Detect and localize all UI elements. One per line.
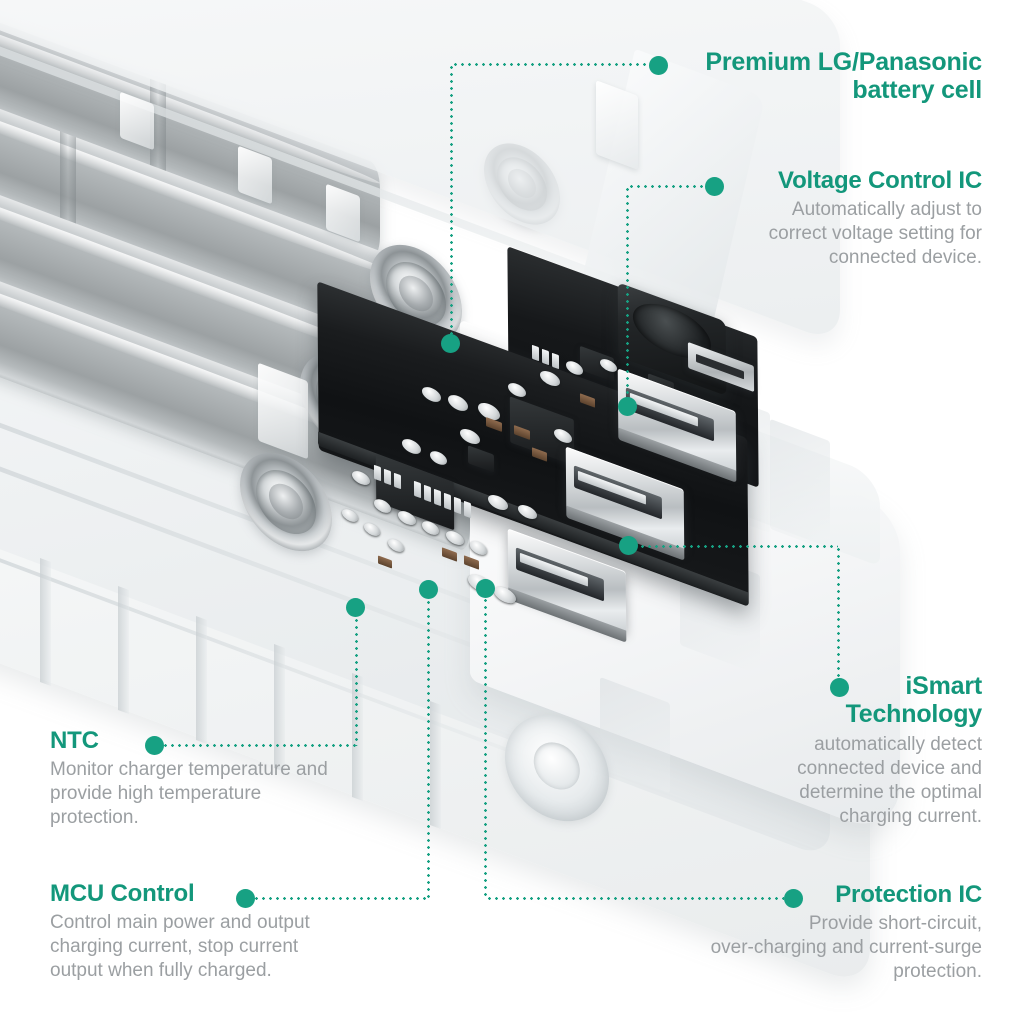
callout-protection-ic-title: Protection IC (835, 881, 982, 908)
callout-voltage-control-ic-title: Voltage Control IC (778, 167, 982, 194)
bullet-protection-ic-label[interactable] (784, 889, 803, 908)
callout-ismart-title-line1: iSmart (905, 672, 982, 700)
connector-protection-ic-horizontal (486, 897, 784, 900)
callout-voltage-control-ic-desc-line2: correct voltage setting for (768, 222, 982, 244)
bullet-voltage-ic-label[interactable] (705, 177, 724, 196)
connector-battery-cell-vertical (450, 64, 453, 346)
connector-battery-cell-horizontal (452, 63, 649, 66)
connector-ntc-horizontal (162, 744, 358, 747)
callout-mcu-control-desc-line2: charging current, stop current (50, 935, 299, 957)
callout-ntc[interactable]: NTC Monitor charger temperature and prov… (50, 727, 380, 830)
callout-voltage-control-ic[interactable]: Voltage Control IC Automatically adjust … (640, 167, 983, 270)
bullet-battery-cell-anchor (441, 334, 460, 353)
connector-voltage-ic-horizontal (628, 185, 708, 188)
connector-ntc-vertical (355, 610, 358, 746)
callout-ntc-desc-line2: provide high temperature (50, 782, 262, 804)
connector-voltage-ic-vertical (626, 186, 629, 408)
case-rib (430, 700, 441, 830)
bullet-protection-ic-anchor (476, 579, 495, 598)
callout-protection-ic-desc-line3: protection. (893, 960, 982, 982)
bullet-ntc-anchor (346, 598, 365, 617)
callout-ismart-technology[interactable]: iSmart Technology automatically detect c… (700, 672, 982, 829)
callout-ismart-desc-line4: charging current. (839, 805, 982, 827)
callout-mcu-control-desc-line3: output when fully charged. (50, 959, 272, 981)
bullet-mcu-label[interactable] (236, 889, 255, 908)
callout-voltage-control-ic-desc-line1: Automatically adjust to (791, 198, 982, 220)
connector-ismart-vertical (837, 546, 840, 682)
case-rib (118, 585, 129, 715)
bullet-ntc-label[interactable] (145, 736, 164, 755)
callout-mcu-control-desc-line1: Control main power and output (50, 911, 310, 933)
callout-battery-cell-title-line1: Premium LG/Panasonic (705, 48, 982, 76)
callout-protection-ic-desc-line1: Provide short-circuit, (808, 912, 982, 934)
connector-mcu-vertical (427, 592, 430, 899)
case-clip (596, 80, 638, 170)
callout-protection-ic-desc-line2: over-charging and current-surge (710, 936, 982, 958)
circuit-board (317, 246, 788, 700)
bullet-battery-cell-label[interactable] (649, 56, 668, 75)
callout-mcu-control-title: MCU Control (50, 880, 195, 907)
callout-ntc-title: NTC (50, 727, 99, 754)
case-rib (40, 557, 51, 687)
callout-ismart-title-line2: Technology (845, 700, 983, 728)
callout-ismart-desc-line3: determine the optimal (799, 781, 982, 803)
callout-battery-cell-title-line2: battery cell (852, 76, 982, 104)
connector-mcu-horizontal (253, 897, 430, 900)
bullet-ismart-anchor (619, 536, 638, 555)
callout-ismart-desc-line1: automatically detect (814, 734, 982, 755)
connector-ismart-horizontal (632, 545, 838, 548)
callout-voltage-control-ic-desc-line3: connected device. (828, 246, 982, 268)
callout-battery-cell[interactable]: Premium LG/Panasonic battery cell (640, 48, 982, 104)
callout-mcu-control[interactable]: MCU Control Control main power and outpu… (50, 880, 380, 983)
bullet-ismart-label[interactable] (830, 678, 849, 697)
case-rib (196, 615, 207, 745)
connector-protection-ic-vertical (484, 590, 487, 898)
callout-protection-ic[interactable]: Protection IC Provide short-circuit, ove… (660, 881, 983, 984)
callout-ismart-desc-line2: connected device and (797, 757, 982, 779)
callout-ntc-desc-line3: protection. (50, 806, 139, 828)
callout-ntc-desc-line1: Monitor charger temperature and (50, 758, 328, 780)
bullet-voltage-ic-anchor (618, 397, 637, 416)
bullet-mcu-anchor (419, 580, 438, 599)
